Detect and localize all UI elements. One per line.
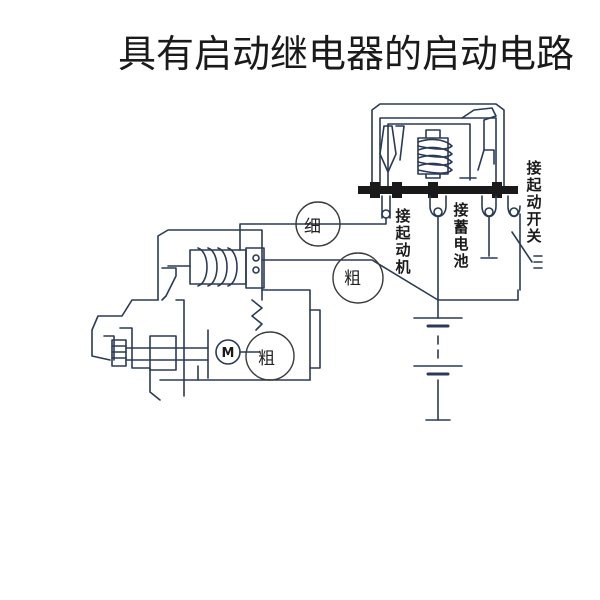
start-switch xyxy=(511,213,543,291)
annotation-thin: 细 xyxy=(304,217,321,237)
thick-annotation-circle xyxy=(332,252,384,304)
thick-cable xyxy=(261,259,439,301)
battery xyxy=(413,299,463,421)
relay-armature xyxy=(379,107,497,179)
thin-annotation-circle xyxy=(295,201,341,247)
motor-symbol: M xyxy=(222,346,235,361)
annotation-thick: 粗 xyxy=(344,269,361,289)
relay-coil xyxy=(417,137,453,175)
label-to-start-switch: 接起动开关 xyxy=(526,159,542,245)
diagram-title: 具有启动继电器的启动电路 xyxy=(118,32,575,76)
starter-motor xyxy=(91,229,321,401)
thick2-annotation-circle xyxy=(245,331,295,381)
annotation-thick-2: 粗 xyxy=(258,349,275,369)
label-to-starter: 接起动机 xyxy=(395,207,411,276)
label-to-battery: 接蓄电池 xyxy=(453,201,469,270)
thin-wire xyxy=(239,217,387,251)
